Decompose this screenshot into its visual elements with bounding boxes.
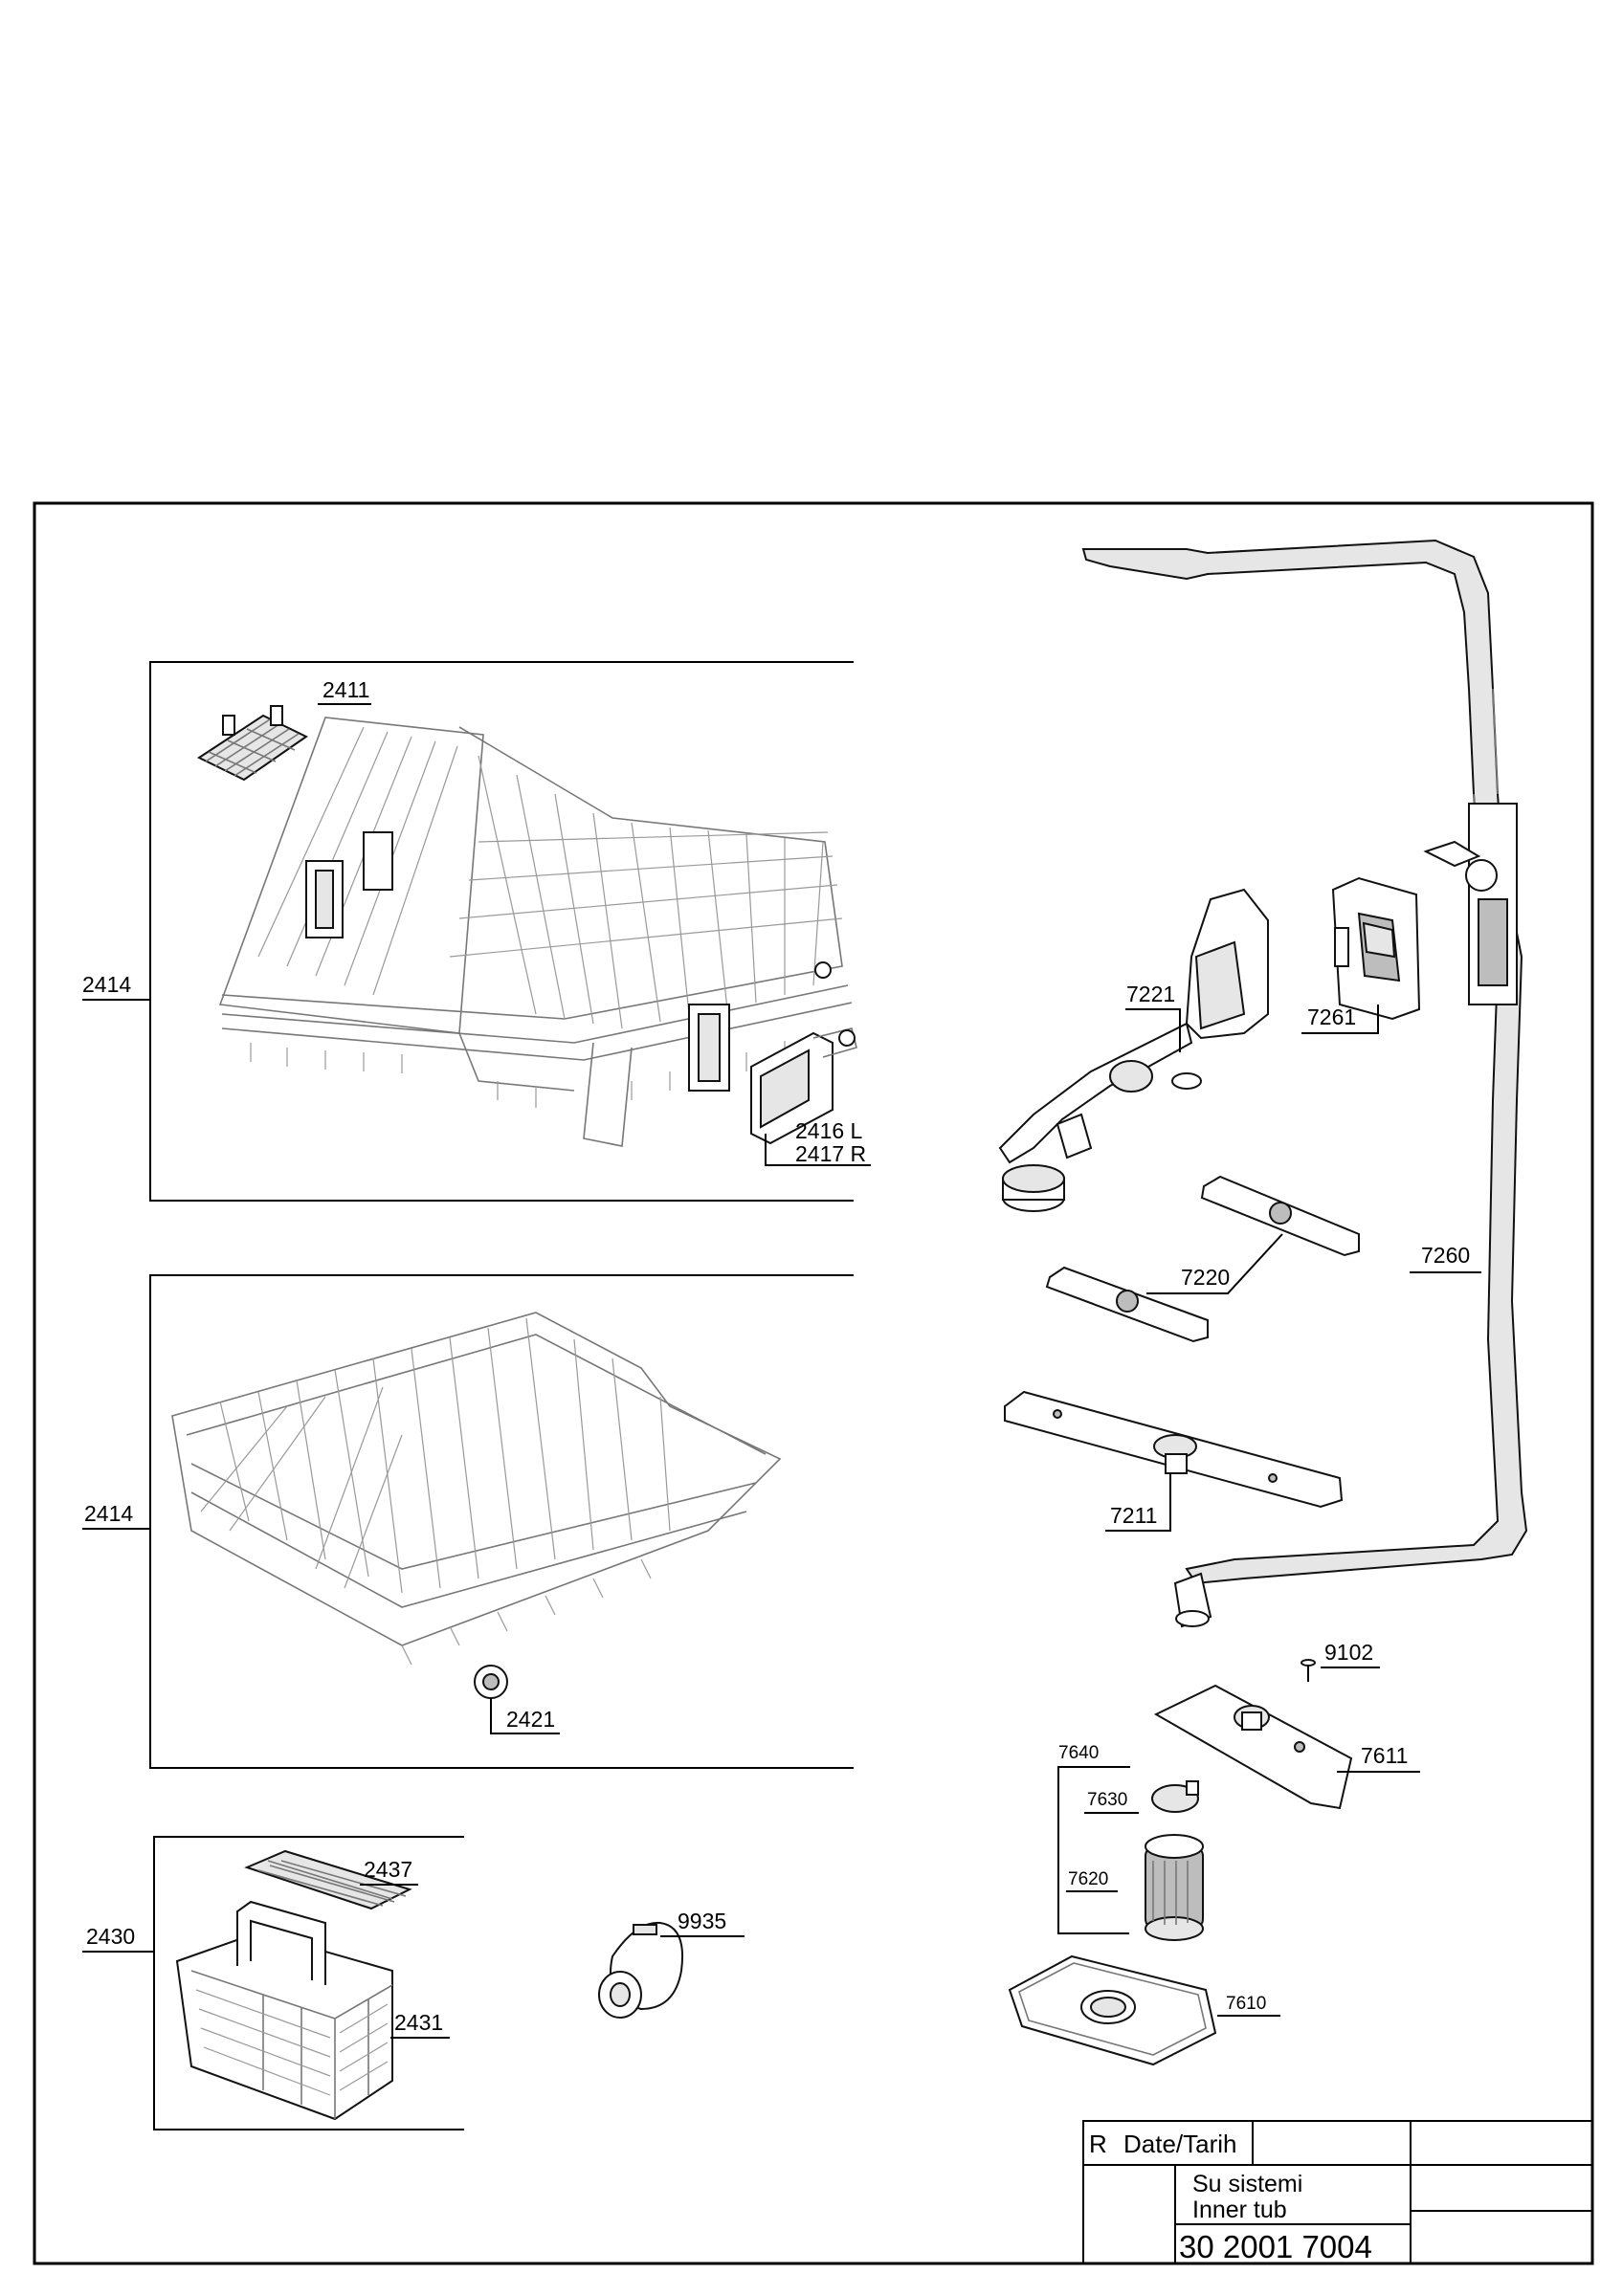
circulation-pipe-7260 [1081,539,1528,1628]
cutlery-rack-2411 [196,705,308,782]
upper-spray-arm-7220 [1045,1175,1360,1343]
title-doc-number: 30 2001 7004 [1179,2229,1372,2264]
lower-basket-2414 [171,1312,782,1666]
wheel-2421 [474,1665,508,1699]
lower-spray-arm-7211 [1004,1390,1344,1509]
label-2431: 2431 [394,2010,443,2035]
filter-plate-7610 [1008,1954,1217,2066]
label-7630: 7630 [1087,1790,1127,1810]
label-7260: 7260 [1421,1243,1470,1268]
title-name-en: Inner tub [1192,2197,1287,2223]
spray-arm-feeder-7221 [998,888,1269,1212]
height-adjuster-2416-2417 [750,1027,857,1145]
filter-group-7640 [1057,1766,1204,1941]
label-7261: 7261 [1307,1004,1356,1029]
title-name-tr: Su sistemi [1192,2171,1302,2197]
label-2430: 2430 [86,1924,135,1949]
label-7220: 7220 [1181,1265,1230,1290]
label-2416: 2416 L [795,1118,863,1143]
label-2417: 2417 R [795,1141,866,1166]
label-2437: 2437 [364,1857,412,1882]
cutlery-basket-group [82,1836,464,2130]
screw-9102 [1301,1659,1316,1682]
upper-basket-group [82,661,871,1202]
holder-7261 [1331,876,1421,1021]
label-2421: 2421 [506,1707,555,1732]
cutlery-basket-2431 [175,1900,393,2121]
label-2414-lower: 2414 [84,1501,133,1526]
cover-7611 [1153,1684,1353,1810]
label-2411: 2411 [322,677,369,702]
part-9935 [598,1921,683,2019]
label-7620: 7620 [1068,1869,1108,1889]
title-date-label: Date/Tarih [1123,2130,1237,2158]
drawing-frame [33,501,1594,2265]
coarse-filter-7620 [1145,1834,1204,1941]
label-9935: 9935 [678,1909,726,1933]
label-9102: 9102 [1324,1640,1373,1665]
cutlery-grid-2437 [244,1849,412,1910]
title-rev: R [1089,2130,1107,2158]
upper-basket-2414 [218,717,853,1147]
micro-filter-7630 [1151,1780,1199,1813]
label-2414-upper: 2414 [82,972,131,997]
label-7221: 7221 [1126,982,1175,1006]
label-7610: 7610 [1226,1994,1266,2014]
label-7211: 7211 [1110,1503,1157,1528]
label-7611: 7611 [1361,1743,1408,1768]
label-7640: 7640 [1058,1743,1099,1763]
lower-basket-group [82,1274,854,1769]
title-block: R Date/Tarih Su sistemi Inner tub 30 200… [1082,2120,1592,2264]
